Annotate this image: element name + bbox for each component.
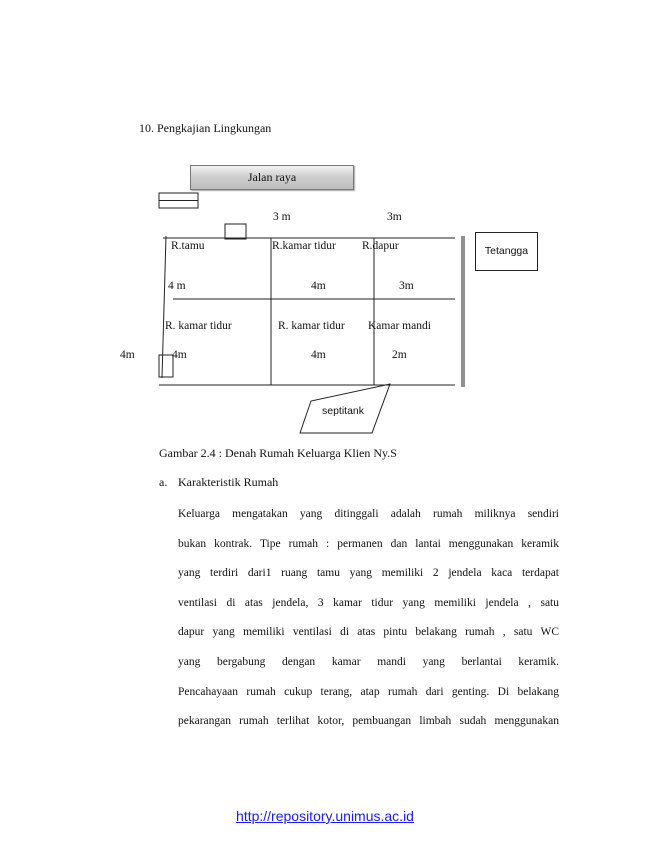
dim-top-right: 3m [387, 211, 402, 223]
wall-left [161, 235, 167, 379]
paragraph-line: dapur yang memiliki ventilasi di atas pi… [178, 626, 559, 639]
subsection-title: Karakteristik Rumah [178, 475, 279, 489]
paragraph-line: yang terdiri dari1 ruang tamu yang memil… [178, 567, 559, 580]
room-ruang-tamu: R.tamu [171, 240, 205, 252]
dim-row1-mid: 4m [311, 280, 326, 292]
room-kamar-tidur-1: R.kamar tidur [272, 240, 336, 252]
dim-row1-left: 4 m [168, 280, 186, 292]
paragraph-line: ventilasi di atas jendela, 3 kamar tidur… [178, 596, 559, 609]
room-kamar-tidur-3: R. kamar tidur [278, 320, 345, 332]
body-paragraph: Keluarga mengatakan yang ditinggali adal… [178, 500, 559, 737]
neighbor-box: Tetangga [475, 232, 538, 271]
front-door-mark [224, 223, 247, 240]
dim-row2-left: 4m [172, 349, 187, 361]
room-dapur: R.dapur [362, 240, 399, 252]
road-box: Jalan raya [190, 165, 354, 190]
paragraph-line: yang bergabung dengan kamar mandi yang b… [178, 655, 559, 668]
paragraph-line: Pencahayaan rumah cukup terang, atap rum… [178, 685, 559, 698]
dim-left-outer: 4m [120, 349, 135, 361]
dim-row2-right: 2m [392, 349, 407, 361]
septic-tank-shape [299, 383, 391, 434]
repository-link[interactable]: http://repository.unimus.ac.id [236, 808, 414, 824]
back-door-mark [158, 354, 174, 378]
dim-row1-right: 3m [399, 280, 414, 292]
room-kamar-tidur-2: R. kamar tidur [165, 320, 232, 332]
subsection-heading: a. Karakteristik Rumah [159, 475, 278, 490]
paragraph-line: bukan kontrak. Tipe rumah : permanen dan… [178, 537, 559, 550]
septic-label: septitank [322, 405, 365, 417]
dim-row2-mid: 4m [311, 349, 326, 361]
paragraph-line: Keluarga mengatakan yang ditinggali adal… [178, 508, 559, 520]
subsection-index: a. [159, 475, 168, 489]
dim-top-mid: 3 m [273, 211, 291, 223]
paragraph-line: pekarangan rumah terlihat kotor, pembuan… [178, 715, 559, 728]
section-heading: 10. Pengkajian Lingkungan [139, 121, 272, 135]
figure-caption: Gambar 2.4 : Denah Rumah Keluarga Klien … [159, 446, 397, 460]
room-kamar-mandi: Kamar mandi [368, 320, 431, 332]
